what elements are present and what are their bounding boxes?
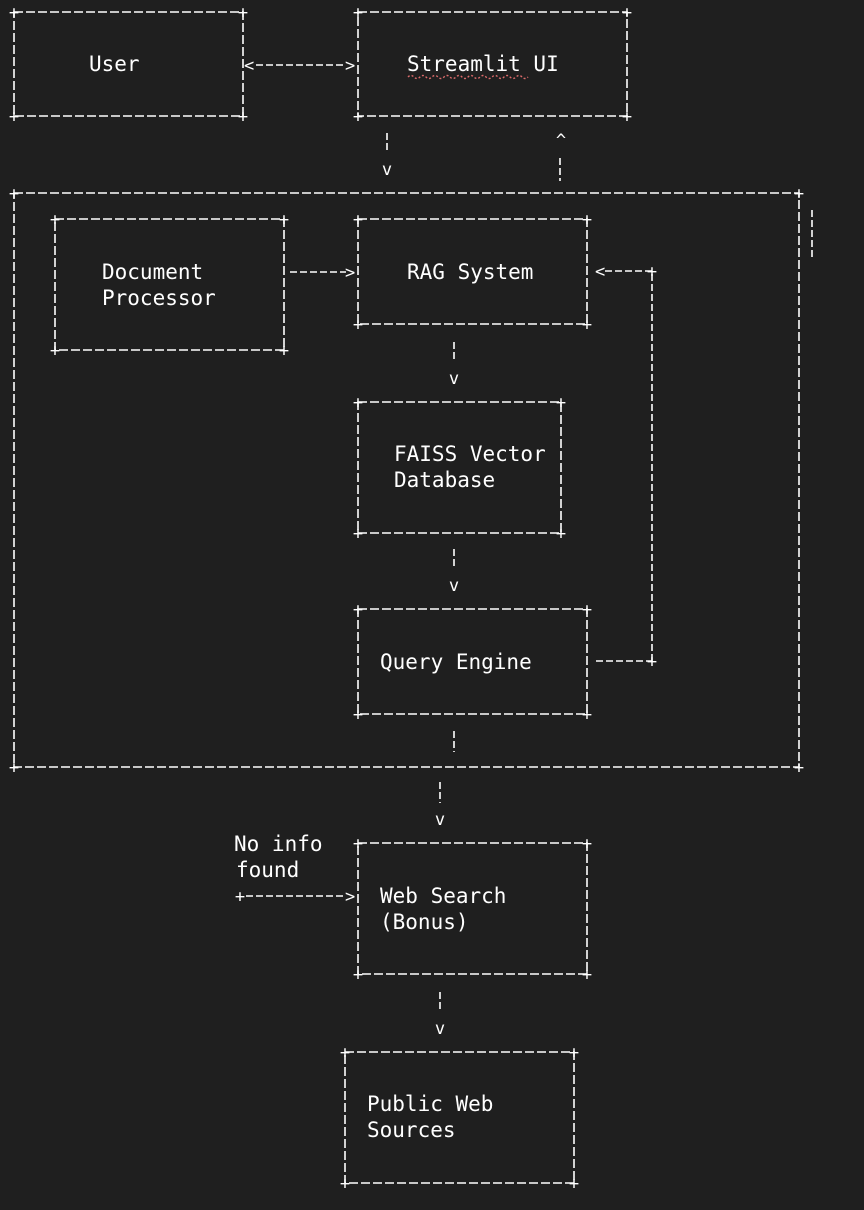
svg-text:v: v: [449, 369, 459, 389]
spellcheck-underline: [407, 74, 529, 80]
svg-text:+: +: [235, 887, 245, 907]
faiss-label: FAISS Vector Database: [394, 442, 558, 492]
query-engine-label: Query Engine: [380, 650, 532, 674]
svg-text:+: +: [582, 210, 592, 230]
svg-text:+: +: [353, 524, 363, 544]
svg-text:+: +: [353, 3, 363, 23]
streamlit-ui-box: [357, 11, 628, 117]
svg-text:+: +: [569, 1174, 579, 1194]
streamlit-down-arrow: v: [382, 133, 392, 180]
document-processor-box: [54, 218, 285, 351]
svg-text:+: +: [556, 393, 566, 413]
box-corners: + + + + + + + + + + + + + + + + + + + + …: [9, 3, 804, 1194]
svg-text:+: +: [238, 3, 248, 23]
faiss-box: [357, 401, 562, 534]
svg-text:+: +: [647, 652, 657, 672]
svg-text:+: +: [9, 107, 19, 127]
svg-text:+: +: [582, 965, 592, 985]
web-search-box: [357, 842, 588, 975]
faiss-query-arrow: v: [449, 549, 459, 596]
streamlit-ui-label: Streamlit UI: [407, 52, 559, 76]
svg-text:v: v: [449, 576, 459, 596]
svg-text:+: +: [569, 1043, 579, 1063]
no-info-found-label: No info found: [234, 832, 335, 882]
svg-text:+: +: [353, 834, 363, 854]
svg-text:+: +: [50, 210, 60, 230]
svg-text:+: +: [353, 705, 363, 725]
user-box: [13, 11, 244, 117]
query-engine-box: [357, 608, 588, 715]
svg-text:+: +: [353, 210, 363, 230]
svg-text:v: v: [382, 160, 392, 180]
svg-text:+: +: [353, 965, 363, 985]
svg-text:v: v: [435, 810, 445, 830]
query-rag-feedback-arrow: < + +: [595, 262, 657, 672]
document-processor-label: Document Processor: [102, 260, 216, 310]
docproc-rag-arrow: >: [290, 263, 355, 283]
svg-text:+: +: [353, 600, 363, 620]
rag-faiss-arrow: v: [449, 342, 459, 389]
svg-text:+: +: [647, 262, 657, 282]
backend-up-arrow: ^: [556, 131, 566, 181]
svg-text:+: +: [353, 107, 363, 127]
svg-text:+: +: [353, 315, 363, 335]
svg-text:>: >: [345, 263, 355, 283]
svg-text:<: <: [595, 262, 605, 282]
svg-text:^: ^: [556, 131, 566, 151]
svg-text:+: +: [340, 1043, 350, 1063]
svg-text:+: +: [9, 3, 19, 23]
svg-text:>: >: [345, 56, 355, 76]
svg-text:+: +: [582, 705, 592, 725]
svg-text:+: +: [9, 758, 19, 778]
svg-text:+: +: [582, 600, 592, 620]
rag-system-label: RAG System: [407, 260, 533, 284]
svg-text:+: +: [582, 315, 592, 335]
svg-text:+: +: [238, 107, 248, 127]
public-web-label: Public Web Sources: [367, 1092, 506, 1142]
svg-text:+: +: [794, 758, 804, 778]
svg-text:+: +: [622, 3, 632, 23]
backend-container: [13, 192, 800, 768]
svg-text:+: +: [340, 1174, 350, 1194]
svg-text:+: +: [279, 210, 289, 230]
user-streamlit-arrow: < >: [244, 56, 355, 76]
svg-text:+: +: [9, 184, 19, 204]
svg-text:+: +: [794, 184, 804, 204]
rag-system-box: [357, 218, 588, 325]
no-info-websearch-arrow: + >: [235, 887, 355, 907]
public-web-box: [344, 1051, 575, 1184]
backend-websearch-arrow: v: [435, 782, 445, 830]
svg-text:+: +: [622, 107, 632, 127]
svg-text:+: +: [50, 341, 60, 361]
svg-text:<: <: [244, 56, 254, 76]
user-label: User: [89, 52, 140, 76]
svg-text:+: +: [556, 524, 566, 544]
websearch-publicweb-arrow: v: [435, 992, 445, 1039]
svg-text:>: >: [345, 887, 355, 907]
svg-text:+: +: [279, 341, 289, 361]
web-search-label: Web Search (Bonus): [380, 884, 519, 934]
svg-text:+: +: [582, 834, 592, 854]
svg-text:v: v: [435, 1019, 445, 1039]
svg-text:+: +: [353, 393, 363, 413]
